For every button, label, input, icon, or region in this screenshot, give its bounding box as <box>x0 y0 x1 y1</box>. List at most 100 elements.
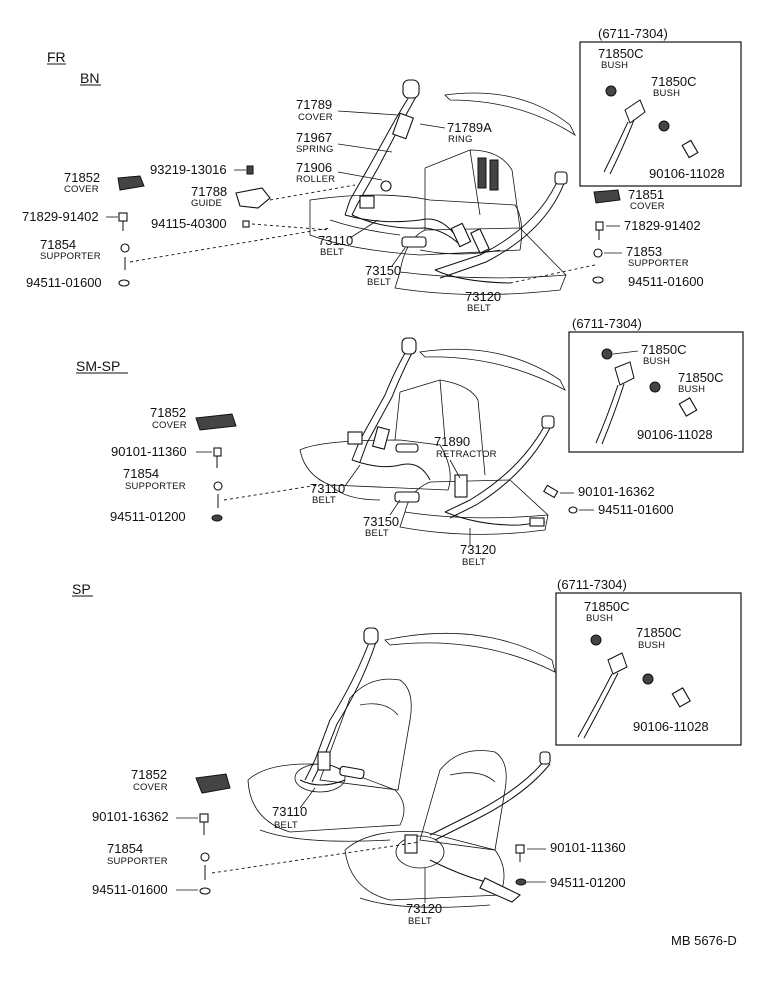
label-90101-16362: 90101-16362 <box>92 809 209 835</box>
svg-text:SPRING: SPRING <box>296 144 334 155</box>
part-number: 90106-11028 <box>633 719 709 734</box>
bush-icon <box>658 120 670 132</box>
label-71829-91402-left: 71829-91402 <box>22 209 128 231</box>
label-73110: 73110 BELT <box>272 787 316 831</box>
svg-text:71967: 71967 <box>296 130 332 145</box>
svg-text:71829-91402: 71829-91402 <box>624 218 701 233</box>
svg-text:94511-01600: 94511-01600 <box>628 274 704 289</box>
label-94511-01600-right: 94511-01600 <box>568 502 674 517</box>
svg-text:BELT: BELT <box>365 528 389 539</box>
part-number: 71850C <box>678 370 724 385</box>
cover-icon <box>593 189 621 204</box>
svg-text:ROLLER: ROLLER <box>296 174 335 185</box>
svg-text:SUPPORTER: SUPPORTER <box>40 251 101 262</box>
svg-text:94511-01600: 94511-01600 <box>598 502 674 517</box>
detail-box-fr: (6711-7304) 71850C BUSH 71850C BUSH 9010… <box>579 26 742 187</box>
section-sm-sp: SM-SP (671 <box>76 316 744 568</box>
svg-text:73120: 73120 <box>460 542 496 557</box>
svg-text:SUPPORTER: SUPPORTER <box>107 856 168 867</box>
label-94115-40300: 94115-40300 <box>151 216 331 231</box>
part-number: 90106-11028 <box>649 166 725 181</box>
cover-icon <box>117 175 145 191</box>
label-71788: 71788 GUIDE <box>191 184 356 209</box>
label-71890: 71890 RETRACTOR <box>434 434 497 479</box>
part-number: 71850C <box>636 625 682 640</box>
label-94511-01200-left: 94511-01200 <box>110 509 223 524</box>
label-71852: 71852 COVER <box>64 170 145 195</box>
label-94511-01600-left: 94511-01600 <box>92 882 211 897</box>
svg-text:71854: 71854 <box>40 237 76 252</box>
svg-text:BELT: BELT <box>408 916 432 927</box>
label-73120: 73120 BELT <box>406 868 442 927</box>
detail-box-sm-sp: (6711-7304) 71850C BUSH 71850C BUSH 9010… <box>568 316 744 453</box>
label-94511-01200-right: 94511-01200 <box>515 875 626 890</box>
svg-text:90101-16362: 90101-16362 <box>92 809 169 824</box>
bush-icon <box>601 348 613 360</box>
label-73120: 73120 BELT <box>460 528 496 568</box>
svg-text:BELT: BELT <box>462 557 486 568</box>
bush-icon <box>590 634 602 646</box>
label-73110: 73110 BELT <box>310 464 361 506</box>
label-94511-01600-right: 94511-01600 <box>592 274 704 289</box>
section-title-sp: SP <box>72 581 91 597</box>
cover-icon <box>195 413 237 431</box>
label-71851: 71851 COVER <box>593 187 665 212</box>
front-seat-left-illustration <box>247 678 412 842</box>
seat-belt-assembly <box>344 79 568 284</box>
seat-belt-assembly-right <box>395 751 551 903</box>
rear-seat-illustration <box>299 379 549 535</box>
svg-text:94511-01600: 94511-01600 <box>26 275 102 290</box>
label-73150: 73150 BELT <box>365 247 406 288</box>
label-93219-13016: 93219-13016 <box>150 162 254 177</box>
section-subtitle-bn: BN <box>80 70 99 86</box>
svg-text:73110: 73110 <box>272 804 307 819</box>
bush-icon <box>642 673 654 685</box>
svg-text:COVER: COVER <box>64 184 99 195</box>
label-71789a: 71789A RING <box>419 120 492 145</box>
svg-text:71852: 71852 <box>150 405 186 420</box>
cover-icon <box>195 773 231 794</box>
section-title-fr: FR <box>47 49 66 65</box>
svg-text:71788: 71788 <box>191 184 227 199</box>
part-name: BUSH <box>678 384 705 395</box>
svg-text:71906: 71906 <box>296 160 332 175</box>
svg-text:94511-01600: 94511-01600 <box>92 882 168 897</box>
label-73110: 73110 BELT <box>318 219 379 258</box>
bolt-icon <box>678 397 698 417</box>
svg-text:93219-13016: 93219-13016 <box>150 162 227 177</box>
svg-text:73150: 73150 <box>363 514 399 529</box>
label-73150: 73150 BELT <box>363 499 401 539</box>
svg-text:71852: 71852 <box>131 767 167 782</box>
svg-text:BELT: BELT <box>312 495 336 506</box>
anchor-plate-icon <box>607 652 628 675</box>
svg-text:71854: 71854 <box>123 466 159 481</box>
svg-text:73110: 73110 <box>310 481 345 496</box>
seat-belt-assembly <box>347 337 555 527</box>
svg-text:90101-11360: 90101-11360 <box>550 840 626 855</box>
svg-text:71854: 71854 <box>107 841 143 856</box>
anchor-plate-icon <box>624 99 646 124</box>
part-number: 71850C <box>641 342 687 357</box>
svg-text:73150: 73150 <box>365 263 401 278</box>
part-number: 90106-11028 <box>637 427 713 442</box>
svg-text:71852: 71852 <box>64 170 100 185</box>
svg-text:90101-16362: 90101-16362 <box>578 484 655 499</box>
svg-text:73120: 73120 <box>465 289 501 304</box>
label-71854: 71854 SUPPORTER <box>123 466 319 508</box>
detail-box-sp: (6711-7304) 71850C BUSH 71850C BUSH 9010… <box>555 577 742 746</box>
svg-text:BELT: BELT <box>367 277 391 288</box>
svg-text:SUPPORTER: SUPPORTER <box>125 481 186 492</box>
label-90101-16362: 90101-16362 <box>543 484 655 499</box>
svg-text:COVER: COVER <box>133 782 168 793</box>
svg-text:RETRACTOR: RETRACTOR <box>436 449 497 460</box>
svg-text:SUPPORTER: SUPPORTER <box>628 258 689 269</box>
svg-text:71851: 71851 <box>628 187 664 202</box>
svg-text:94511-01200: 94511-01200 <box>110 509 186 524</box>
bush-icon <box>649 381 661 393</box>
svg-text:COVER: COVER <box>152 420 187 431</box>
part-number: 71850C <box>651 74 697 89</box>
label-71967: 71967 SPRING <box>296 130 393 155</box>
label-71906: 71906 ROLLER <box>296 160 383 185</box>
part-number: 71850C <box>598 46 644 61</box>
